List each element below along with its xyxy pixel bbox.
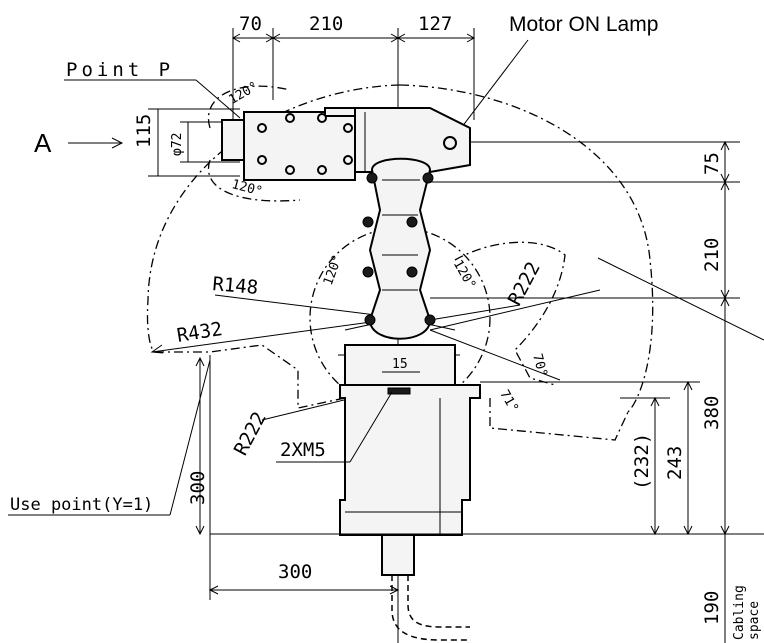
dim-top-127: 127: [418, 13, 452, 35]
dim-r432: R432: [175, 318, 224, 347]
envelope-left-arc: [146, 84, 401, 353]
robot-wrist: [221, 107, 471, 181]
motor-lamp-leader: [451, 39, 529, 141]
robot-base: [338, 344, 481, 536]
dim-r222-left: R222: [230, 408, 271, 459]
motor-on-lamp-label: Motor ON Lamp: [509, 13, 658, 36]
angle-120-right: 120°: [450, 257, 479, 292]
envelope-right-lower: [489, 398, 629, 441]
screw-label: 2XM5: [280, 439, 326, 461]
dim-top-210: 210: [309, 13, 343, 35]
use-point-label: Use point(Y=1): [10, 495, 153, 515]
dim-right-232: (232): [631, 433, 653, 490]
dim-right-190: 190: [701, 591, 723, 625]
envelope-right-arc: [399, 84, 654, 413]
dim-r222-right: R222: [504, 258, 545, 309]
angle-120-left: 120°: [321, 253, 346, 288]
dim-phi72: φ72: [170, 133, 185, 156]
envelope-leader: [597, 257, 764, 341]
point-p-label: Point P: [66, 59, 174, 81]
wrist-arc-top: [207, 85, 291, 129]
right-dimension-lines: [430, 140, 740, 643]
cabling-space-label-1: Cabling: [732, 585, 747, 640]
dim-right-243: 243: [664, 446, 686, 480]
robot-upper-arm: [362, 157, 436, 340]
cable: [381, 534, 470, 641]
dim-15: 15: [392, 357, 408, 372]
envelope-r222-right: [454, 241, 566, 386]
point-p-leader: [195, 79, 241, 119]
r148-leader: [214, 294, 401, 319]
dim-right-75: 75: [701, 152, 723, 175]
dim-right-380: 380: [701, 396, 723, 430]
dim-300-horizontal: 300: [278, 561, 312, 583]
dim-right-210: 210: [701, 238, 723, 272]
motor-on-lamp-icon: [443, 136, 457, 150]
angle-70: 70°: [529, 352, 550, 379]
r432-leader: [151, 317, 401, 353]
dim-115: 115: [133, 114, 155, 148]
angle-71: 71°: [496, 387, 521, 415]
dim-top-70: 70: [239, 13, 262, 35]
dim-r148: R148: [212, 273, 260, 299]
angle-120-top: 120°: [226, 79, 261, 108]
dim-300-vertical: 300: [187, 471, 209, 505]
wrist-arc-bottom: [207, 159, 301, 202]
cabling-space-label-2: space: [747, 601, 762, 640]
envelope-left-lower: [155, 344, 346, 409]
view-a-label: A: [34, 128, 52, 158]
